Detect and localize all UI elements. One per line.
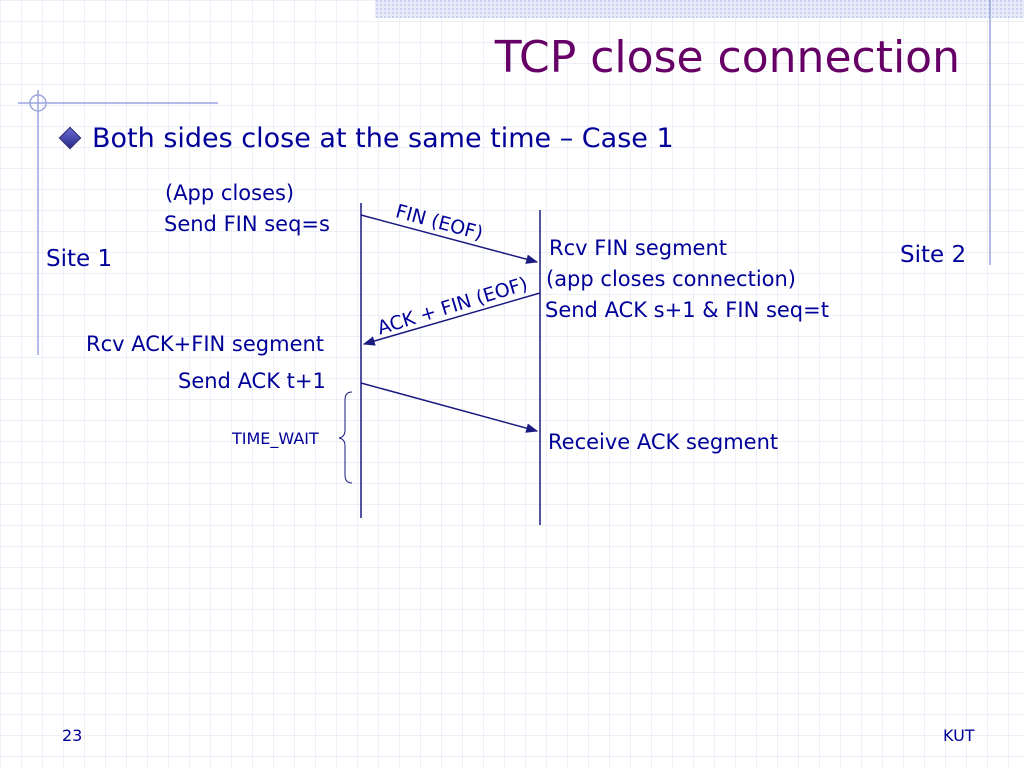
rcv-ack-fin-text: Rcv ACK+FIN segment <box>86 332 325 356</box>
time-wait-brace <box>338 391 353 484</box>
ack-fin-arrow <box>362 292 541 346</box>
time-wait-label: TIME_WAIT <box>232 429 319 448</box>
app-closes-connection-text: (app closes connection) <box>546 267 797 291</box>
receive-ack-text: Receive ACK segment <box>548 430 779 454</box>
send-ack-fin-text: Send ACK s+1 & FIN seq=t <box>545 298 829 322</box>
footer-right-text: KUT <box>943 726 975 745</box>
bullet-text: Both sides close at the same time – Case… <box>92 123 674 154</box>
send-fin-text: Send FIN seq=s <box>164 212 330 236</box>
slide-title: TCP close connection <box>494 32 960 83</box>
bullet-item: Both sides close at the same time – Case… <box>56 122 674 156</box>
fin-arrow <box>360 214 539 264</box>
top-decor-bar <box>375 0 1024 18</box>
app-closes-text: (App closes) <box>165 181 295 205</box>
site1-label: Site 1 <box>46 246 113 272</box>
corner-circle-decor <box>29 94 47 112</box>
page-number: 23 <box>62 726 83 745</box>
ack-arrow <box>360 382 539 433</box>
site2-label: Site 2 <box>900 242 967 268</box>
send-ack-text: Send ACK t+1 <box>178 369 326 393</box>
rcv-fin-text: Rcv FIN segment <box>549 236 728 260</box>
